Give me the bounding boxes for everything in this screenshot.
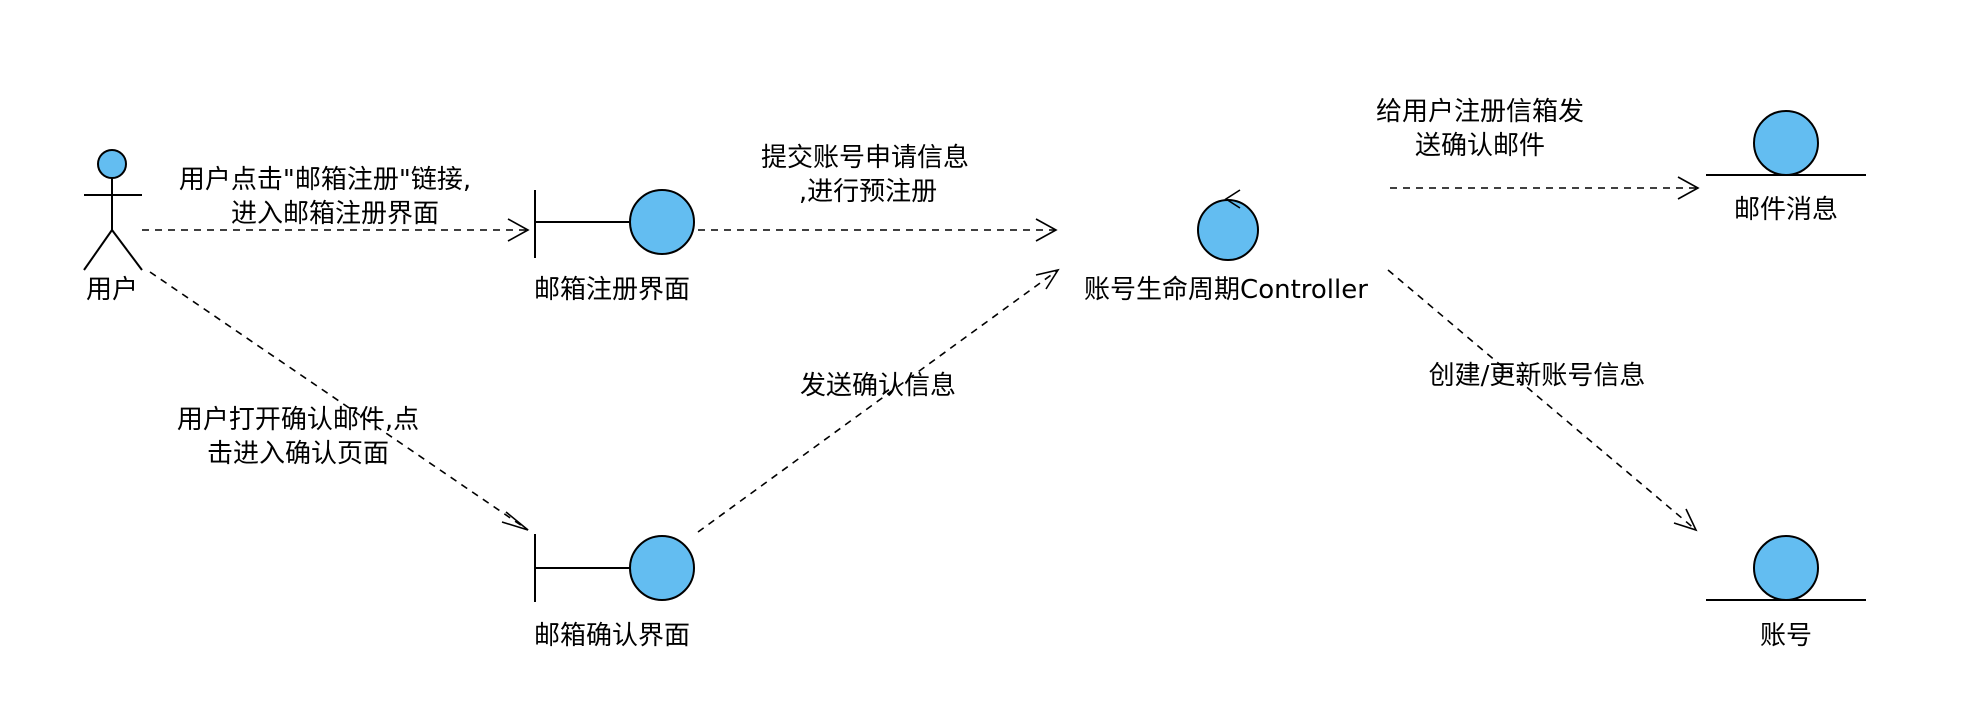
message-edge-m1 bbox=[142, 218, 530, 242]
message-text: 用户点击"邮箱注册"链接, bbox=[179, 165, 471, 195]
actor-icon bbox=[83, 149, 143, 271]
control-icon bbox=[1197, 189, 1259, 261]
message-label-m6: 创建/更新账号信息 bbox=[1429, 361, 1646, 391]
message-text: 提交账号申请信息 bbox=[761, 143, 969, 173]
boundary-confirm-ui: 邮箱确认界面 bbox=[534, 534, 695, 651]
register-ui-label: 邮箱注册界面 bbox=[534, 275, 690, 305]
control-controller: 账号生命周期Controller bbox=[1084, 189, 1368, 305]
message-text: 创建/更新账号信息 bbox=[1429, 361, 1646, 391]
message-text: 用户打开确认邮件,点 bbox=[177, 405, 419, 435]
message-edge-m2 bbox=[698, 218, 1058, 242]
entity-account: 账号 bbox=[1706, 535, 1866, 651]
message-edge-m4 bbox=[697, 268, 1060, 533]
entity-icon bbox=[1706, 535, 1866, 601]
message-label-m2: 提交账号申请信息 ,进行预注册 bbox=[761, 143, 969, 207]
message-label-m1: 用户点击"邮箱注册"链接, 进入邮箱注册界面 bbox=[179, 165, 471, 229]
message-text: ,进行预注册 bbox=[799, 177, 937, 207]
boundary-icon bbox=[534, 534, 695, 602]
message-label-m5: 给用户注册信箱发 送确认邮件 bbox=[1376, 97, 1584, 161]
message-label-m4: 发送确认信息 bbox=[800, 371, 956, 401]
entity-mail: 邮件消息 bbox=[1706, 110, 1866, 225]
message-edge-m6 bbox=[1387, 269, 1698, 532]
message-text: 送确认邮件 bbox=[1415, 131, 1545, 161]
message-text: 给用户注册信箱发 bbox=[1376, 97, 1584, 127]
actor-label: 用户 bbox=[86, 275, 138, 305]
boundary-register-ui: 邮箱注册界面 bbox=[534, 189, 695, 305]
message-label-m3: 用户打开确认邮件,点 击进入确认页面 bbox=[177, 405, 419, 469]
message-edge-m3 bbox=[149, 271, 529, 531]
message-text: 发送确认信息 bbox=[800, 371, 956, 401]
controller-label: 账号生命周期Controller bbox=[1084, 275, 1368, 305]
actor-user: 用户 bbox=[83, 149, 143, 305]
mail-entity-label: 邮件消息 bbox=[1734, 195, 1838, 225]
boundary-icon bbox=[534, 189, 695, 258]
message-edge-m5 bbox=[1390, 176, 1700, 200]
account-entity-label: 账号 bbox=[1760, 621, 1812, 651]
confirm-ui-label: 邮箱确认界面 bbox=[534, 621, 690, 651]
entity-icon bbox=[1706, 110, 1866, 176]
message-text: 进入邮箱注册界面 bbox=[231, 199, 439, 229]
message-text: 击进入确认页面 bbox=[207, 439, 389, 469]
